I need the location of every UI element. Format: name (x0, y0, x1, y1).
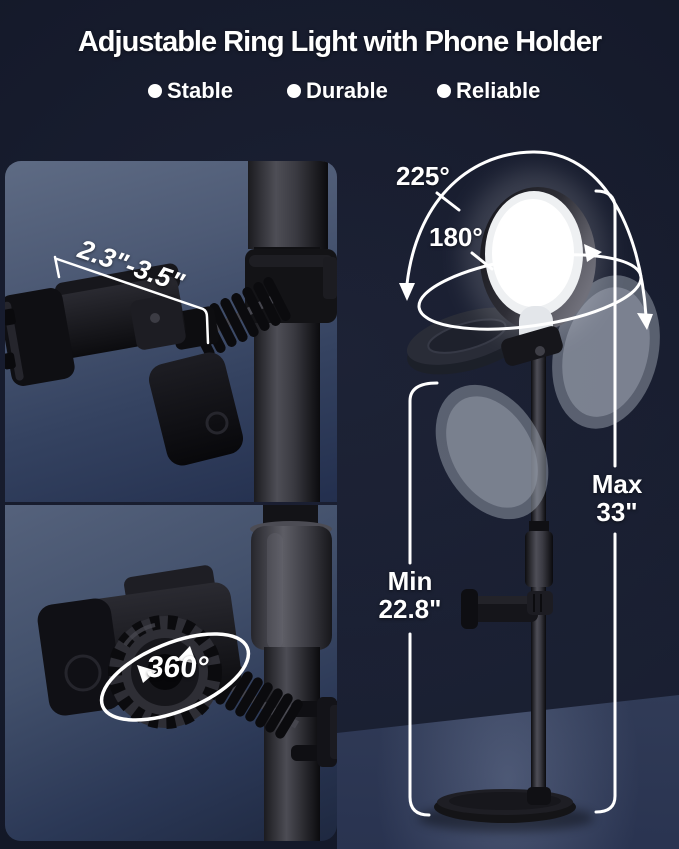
bullet-label: Stable (167, 78, 234, 103)
phone-clamp (5, 263, 244, 466)
ghost-disc-bottom (435, 384, 549, 520)
bullet-item-stable: Stable (148, 78, 233, 104)
swivel-angle-label: 180° (429, 222, 483, 252)
min-height-bracket-top (408, 381, 439, 565)
rotation-panel: 360° (5, 505, 337, 841)
max-value: 33" (596, 497, 638, 528)
bullet-dot-icon (287, 84, 301, 98)
bullet-item-reliable: Reliable (437, 78, 540, 104)
rotation-label: 360° (145, 651, 211, 684)
max-height-bracket-top (594, 189, 617, 468)
rotation-ellipse-arrow (99, 632, 251, 722)
tilt-arc-arrow (405, 150, 648, 318)
stand-base (418, 787, 594, 832)
ring-light-photo (399, 150, 660, 832)
flex-spring (215, 665, 303, 739)
min-value: 22.8" (378, 594, 442, 625)
bullet-dot-icon (148, 84, 162, 98)
tilt-angle-label: 225° (396, 161, 450, 191)
arrowheads (399, 244, 653, 330)
stand-pole (525, 340, 553, 815)
bullet-item-durable: Durable (287, 78, 388, 104)
tilt-pointer-line (435, 191, 461, 212)
bullet-label: Durable (306, 78, 388, 103)
clamp-width-panel: 2.3"-3.5" (5, 161, 337, 502)
support-pole (250, 505, 332, 841)
max-height-bracket-bottom (594, 532, 617, 814)
min-label: Min (387, 566, 433, 596)
phone-clamp-rear-photo (37, 505, 337, 841)
ring-light-scene (337, 150, 679, 849)
max-label: Max (591, 469, 643, 499)
min-height-bracket-bottom (408, 632, 431, 817)
page-title: Adjustable Ring Light with Phone Holder (77, 26, 602, 58)
min-height-label: Min 22.8" (366, 567, 454, 623)
bullet-dot-icon (437, 84, 451, 98)
bullet-label: Reliable (456, 78, 541, 103)
max-height-label: Max 33" (581, 470, 653, 526)
support-pole (248, 161, 328, 502)
annotation-lines (405, 150, 648, 817)
phone-clamp-front-photo (5, 161, 337, 502)
width-range-bracket (53, 255, 210, 345)
swivel-ellipse-arrow (417, 253, 643, 331)
pole-clamp-collar (291, 697, 337, 767)
stand-phone-holder (461, 589, 553, 629)
